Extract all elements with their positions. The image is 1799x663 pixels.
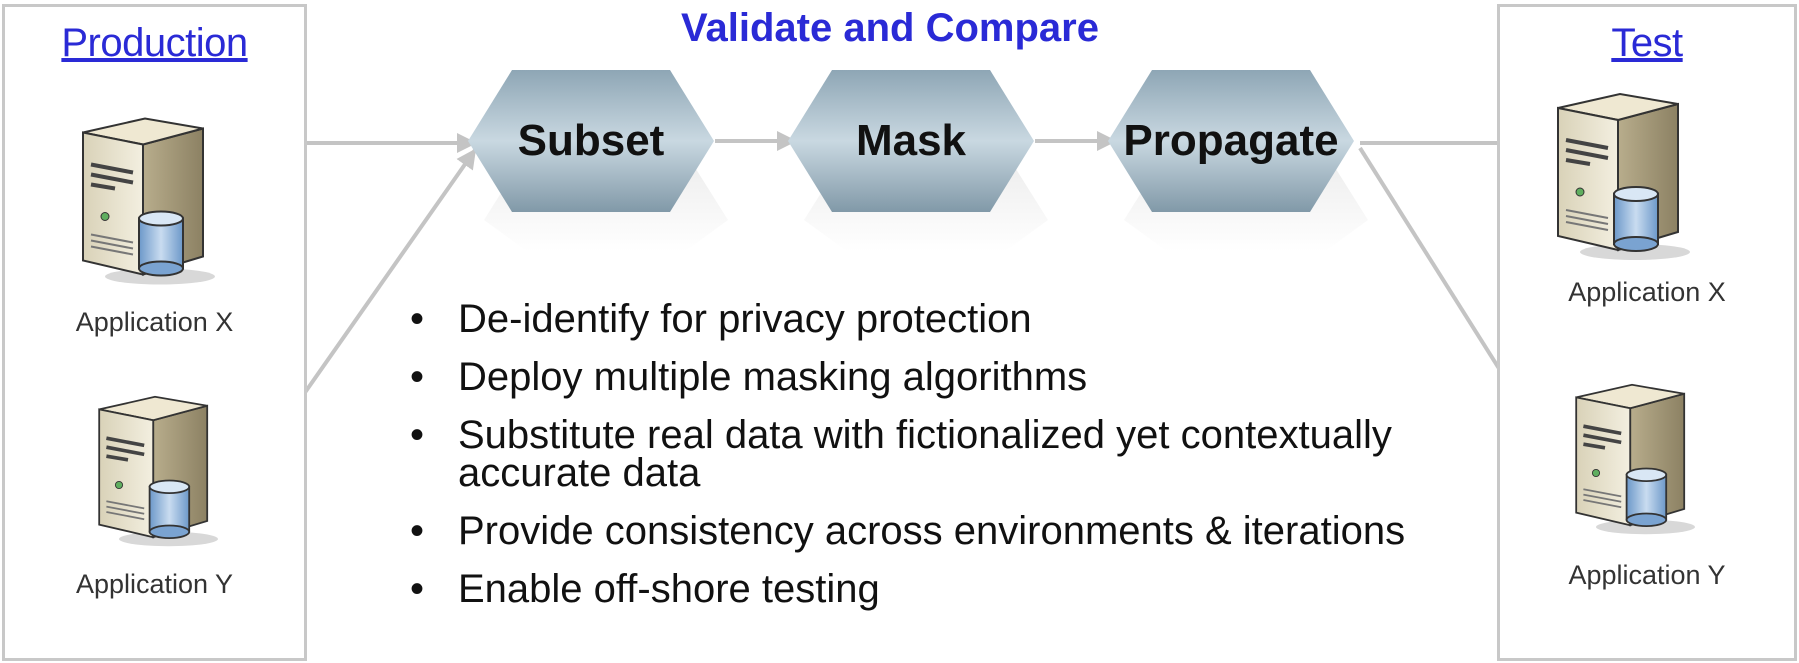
hexagon-subset (468, 70, 728, 252)
production-server-label-x: Application X (75, 307, 234, 337)
feature-list: De-identify for privacy protection Deplo… (410, 299, 1490, 628)
step-propagate-label: Propagate (1123, 116, 1339, 165)
list-item: De-identify for privacy protection (410, 299, 1490, 339)
test-title[interactable]: Test (1611, 21, 1683, 65)
hexagon-propagate (1108, 70, 1368, 252)
server-icon (1540, 77, 1690, 277)
hexagon-mask (788, 70, 1048, 252)
test-panel: Test Application X Application Y (1497, 4, 1797, 661)
production-panel: Production Application X Application Y (2, 4, 307, 661)
server-icon (65, 99, 215, 304)
step-mask-label: Mask (855, 116, 967, 165)
diagram-title: Validate and Compare (681, 6, 1099, 50)
list-item: Deploy multiple masking algorithms (410, 357, 1490, 397)
test-server-label-y: Application Y (1568, 560, 1726, 590)
list-item: Substitute real data with fictionalized … (410, 415, 1458, 493)
step-subset-label: Subset (517, 116, 665, 165)
list-item: Provide consistency across environments … (410, 511, 1490, 551)
server-icon (83, 379, 218, 564)
test-server-label-x: Application X (1568, 277, 1726, 307)
production-title[interactable]: Production (61, 21, 248, 65)
production-server-label-y: Application Y (75, 569, 234, 599)
list-item: Enable off-shore testing (410, 569, 1490, 609)
server-icon (1560, 362, 1695, 557)
